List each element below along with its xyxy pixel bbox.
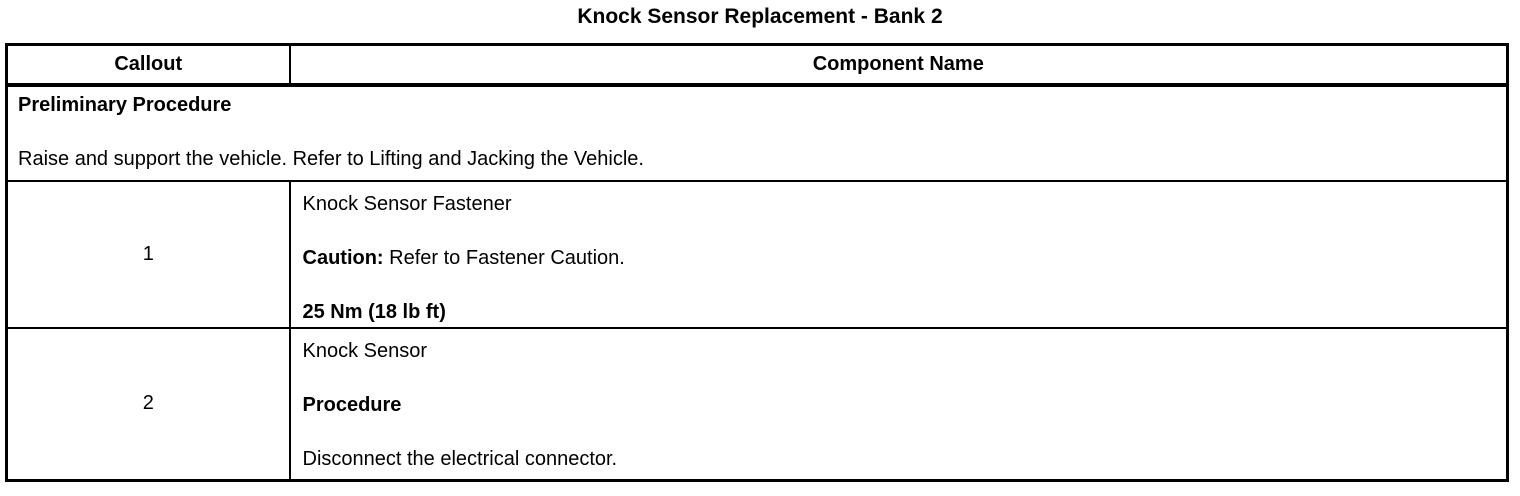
procedure-heading: Procedure xyxy=(302,393,402,416)
callout-number: 2 xyxy=(5,326,291,482)
page-title: Knock Sensor Replacement - Bank 2 xyxy=(577,5,943,28)
caution-text: Refer to Fastener Caution. xyxy=(383,246,625,269)
preliminary-procedure-cell: Preliminary Procedure Raise and support … xyxy=(5,83,1509,182)
preliminary-procedure-row: Preliminary Procedure Raise and support … xyxy=(5,83,1509,182)
torque-spec: 25 Nm (18 lb ft) xyxy=(302,300,446,323)
preliminary-procedure-heading: Preliminary Procedure xyxy=(18,93,232,116)
callout-column-header: Callout xyxy=(5,43,291,87)
component-cell: Knock Sensor Procedure Disconnect the el… xyxy=(288,326,1509,482)
table-row: 1 Knock Sensor Fastener Caution: Refer t… xyxy=(5,179,1509,329)
caution-note: Caution: Refer to Fastener Caution. xyxy=(303,247,1497,270)
table-header-row: Callout Component Name xyxy=(5,43,1509,87)
callout-number: 1 xyxy=(5,179,291,329)
preliminary-procedure-text: Raise and support the vehicle. Refer to … xyxy=(18,147,644,170)
component-table: Callout Component Name Preliminary Proce… xyxy=(5,43,1509,482)
component-cell: Knock Sensor Fastener Caution: Refer to … xyxy=(288,179,1509,329)
component-name: Knock Sensor xyxy=(302,339,428,362)
component-name-column-header: Component Name xyxy=(288,43,1509,87)
procedure-text: Disconnect the electrical connector. xyxy=(302,447,618,470)
table-row: 2 Knock Sensor Procedure Disconnect the … xyxy=(5,326,1509,482)
component-name: Knock Sensor Fastener xyxy=(302,192,512,215)
caution-label: Caution: xyxy=(302,246,384,269)
